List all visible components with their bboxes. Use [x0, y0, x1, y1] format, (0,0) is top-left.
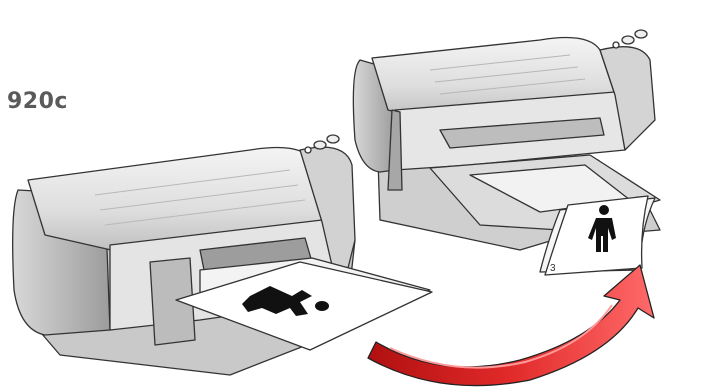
curved-arrow-icon [368, 265, 654, 386]
sheet-page-number: 3 [550, 263, 556, 274]
